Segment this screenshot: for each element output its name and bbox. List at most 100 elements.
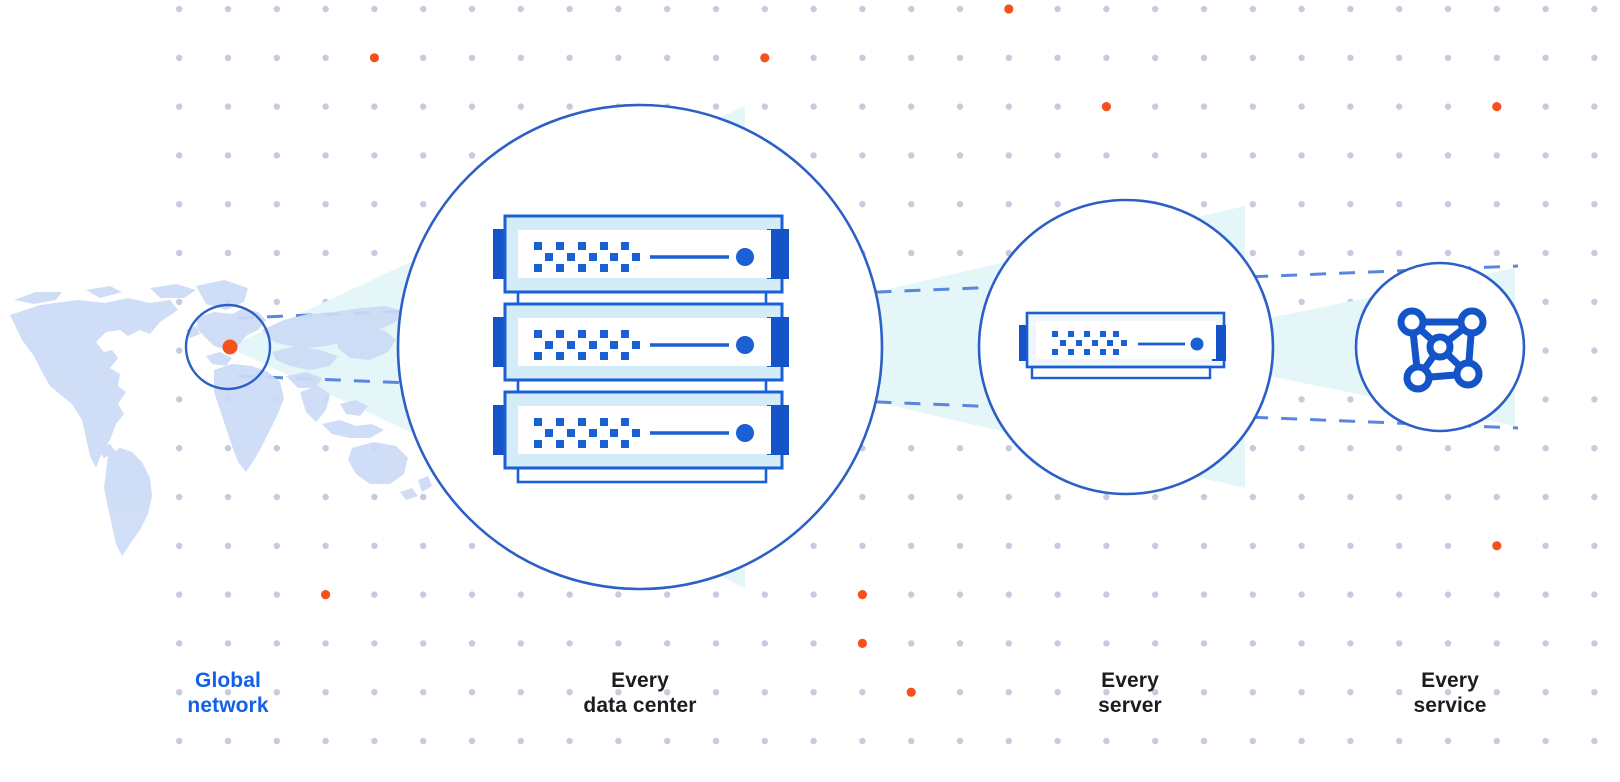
grid-dot-accent <box>857 590 868 600</box>
grid-dot <box>1347 54 1354 61</box>
grid-dot <box>371 737 378 745</box>
grid-dot <box>1103 493 1110 501</box>
grid-dot <box>517 689 524 696</box>
grid-dot <box>1591 737 1598 745</box>
grid-dot <box>1298 689 1305 696</box>
grid-dot <box>371 201 378 208</box>
grid-dot <box>371 249 378 257</box>
grid-dot <box>468 103 476 110</box>
grid-dot <box>859 542 866 549</box>
grid-dot <box>224 152 232 159</box>
grid-dot <box>1249 152 1257 159</box>
grid-dot <box>712 5 720 13</box>
grid-dot <box>176 347 183 354</box>
grid-dot <box>1249 591 1257 598</box>
grid-dot <box>1493 201 1501 208</box>
grid-dot <box>956 689 964 696</box>
grid-dot <box>420 640 427 647</box>
grid-dot <box>810 591 817 598</box>
grid-dot <box>1591 249 1598 257</box>
grid-dot <box>810 103 817 110</box>
grid-dot <box>1347 737 1354 745</box>
grid-dot <box>908 152 915 159</box>
grid-dot <box>322 152 329 159</box>
grid-dot <box>1298 103 1305 110</box>
grid-dot <box>1591 5 1598 13</box>
grid-dot <box>1249 493 1257 501</box>
grid-dot <box>176 542 183 549</box>
grid-dot <box>1542 54 1549 61</box>
server-rack-icon <box>493 214 789 484</box>
rack-unit-2 <box>493 302 789 394</box>
grid-dot <box>615 5 622 13</box>
grid-dot <box>1542 591 1549 598</box>
grid-dot <box>1103 640 1110 647</box>
grid-dot <box>176 103 183 110</box>
grid-dot <box>1591 689 1598 696</box>
grid-dot <box>1591 347 1598 354</box>
caption-every-server: Every server <box>1098 669 1162 717</box>
grid-dot <box>517 5 524 13</box>
grid-dot <box>566 54 573 61</box>
grid-dot <box>1249 640 1257 647</box>
grid-dot <box>566 737 573 745</box>
grid-dot <box>371 689 378 696</box>
grid-dot <box>908 249 915 257</box>
grid-dot <box>859 201 866 208</box>
grid-dot <box>908 5 915 13</box>
grid-dot <box>322 542 329 549</box>
grid-dot <box>468 591 476 598</box>
grid-dot <box>1591 396 1598 403</box>
grid-dot <box>468 542 476 549</box>
grid-dot <box>664 54 671 61</box>
grid-dot <box>1200 103 1208 110</box>
grid-dot <box>712 737 720 745</box>
grid-dot <box>566 591 573 598</box>
grid-dot <box>908 103 915 110</box>
grid-dot <box>1347 152 1354 159</box>
grid-dot <box>1396 103 1403 110</box>
grid-dot <box>1200 737 1208 745</box>
grid-dot <box>1005 54 1012 61</box>
grid-dot <box>1298 493 1305 501</box>
grid-dot <box>1542 201 1549 208</box>
grid-dot <box>1249 5 1257 13</box>
grid-dot <box>1103 737 1110 745</box>
grid-dot <box>1298 54 1305 61</box>
network-graph-icon <box>1397 307 1487 393</box>
grid-dot <box>1444 689 1452 696</box>
grid-dot <box>1444 54 1452 61</box>
grid-dot <box>224 689 232 696</box>
grid-dot <box>176 591 183 598</box>
grid-dot <box>1542 640 1549 647</box>
stage-global-network[interactable] <box>184 303 272 391</box>
grid-dot <box>517 737 524 745</box>
grid-dot <box>1493 152 1501 159</box>
grid-dot <box>1152 5 1159 13</box>
grid-dot <box>1542 347 1549 354</box>
stage-server[interactable] <box>977 198 1275 496</box>
grid-dot <box>1200 5 1208 13</box>
grid-dot <box>1591 54 1598 61</box>
stage-service[interactable] <box>1354 261 1526 433</box>
grid-dot <box>664 591 671 598</box>
grid-dot <box>1054 591 1061 598</box>
grid-dot-accent <box>857 638 868 649</box>
grid-dot <box>224 542 232 549</box>
grid-dot <box>1396 152 1403 159</box>
grid-dot <box>1396 5 1403 13</box>
grid-dot <box>1542 249 1549 257</box>
grid-dot <box>322 103 329 110</box>
grid-dot <box>1591 152 1598 159</box>
grid-dot <box>1591 298 1598 305</box>
grid-dot <box>273 103 280 110</box>
grid-dot <box>1542 152 1549 159</box>
stage-data-center[interactable] <box>396 103 884 591</box>
grid-dot <box>224 54 232 61</box>
grid-dot <box>224 201 232 208</box>
grid-dot <box>1396 640 1403 647</box>
grid-dot <box>956 103 964 110</box>
grid-dot <box>273 493 280 501</box>
